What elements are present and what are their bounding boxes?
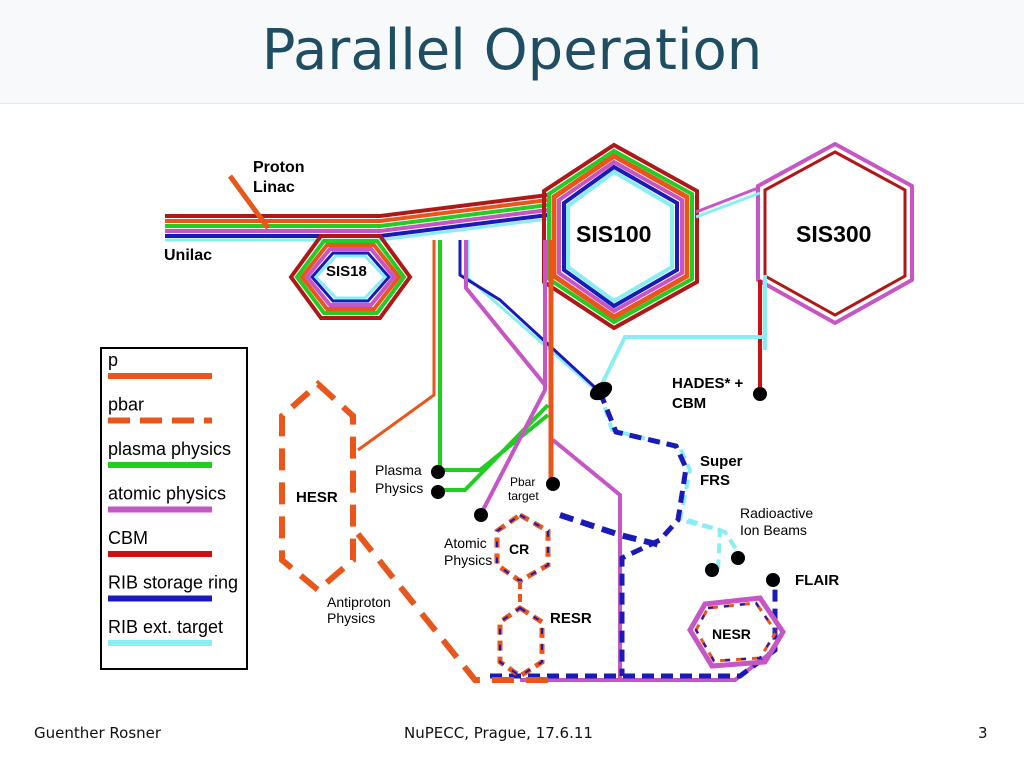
legend-label-0: p [108, 350, 118, 370]
plasma-target-dot-1 [431, 465, 445, 479]
atomic-target-dot [474, 508, 488, 522]
cr-label: CR [509, 541, 529, 557]
pbar-target-dot [546, 477, 560, 491]
legend-label-2: plasma physics [108, 439, 231, 459]
rib-target-dot-1 [705, 563, 719, 577]
sis18-label: SIS18 [326, 263, 367, 280]
footer-page-number: 3 [978, 724, 988, 742]
sis100-sis300-transfer [695, 191, 761, 219]
radioactive-label-1: Radioactive [740, 505, 813, 521]
antiproton-label-2: Physics [327, 610, 375, 626]
proton-linac-label-1: Proton [253, 159, 305, 176]
pbar-target-label-1: Pbar [510, 475, 535, 489]
footer-author: Guenther Rosner [34, 724, 162, 742]
plasma-target-dot-2 [431, 485, 445, 499]
plasma-label-2: Physics [375, 480, 423, 496]
unilac-label: Unilac [164, 247, 212, 264]
hesr-label: HESR [296, 489, 338, 506]
pbar-target-label-2: target [508, 489, 539, 503]
footer-event: NuPECC, Prague, 17.6.11 [404, 724, 593, 742]
cbm-target-dot [753, 387, 767, 401]
super-frs-label-2: FRS [700, 472, 730, 489]
sis100-label: SIS100 [576, 221, 651, 247]
pbar-transfer-line [355, 532, 560, 683]
sis300-label: SIS300 [796, 221, 871, 247]
flair-label: FLAIR [795, 572, 839, 589]
sis300-ring [756, 141, 914, 326]
target-points [431, 381, 780, 587]
unilac-beamline [165, 193, 549, 242]
sis18-ring [288, 234, 413, 320]
antiproton-label-1: Antiproton [327, 594, 391, 610]
nesr-ring [687, 595, 786, 669]
resr-ring [497, 604, 545, 680]
legend-label-6: RIB ext. target [108, 617, 223, 637]
legend-label-3: atomic physics [108, 484, 226, 504]
proton-linac-line [227, 174, 271, 230]
resr-label: RESR [550, 610, 592, 627]
legend-label-4: CBM [108, 528, 148, 548]
atomic-label-1: Atomic [444, 535, 487, 551]
rib-target-dot-2 [731, 551, 745, 565]
hades-target-marker [589, 381, 613, 401]
legend-label-1: pbar [108, 395, 144, 415]
nesr-label: NESR [712, 626, 751, 642]
radioactive-label-2: Ion Beams [740, 522, 807, 538]
legend-label-5: RIB storage ring [108, 573, 238, 593]
page-title: Parallel Operation [261, 18, 763, 83]
sis100-ring [542, 142, 699, 331]
atomic-label-2: Physics [444, 552, 492, 568]
beamlines [357, 240, 770, 682]
hades-label-2: CBM [672, 395, 706, 412]
hades-label-1: HADES* + [672, 375, 744, 392]
plasma-label-1: Plasma [375, 462, 422, 478]
proton-linac-label-2: Linac [253, 179, 295, 196]
flair-target-dot [766, 573, 780, 587]
super-frs-label-1: Super [700, 453, 743, 470]
title-bar [0, 0, 1024, 104]
hesr-ring [279, 379, 356, 594]
